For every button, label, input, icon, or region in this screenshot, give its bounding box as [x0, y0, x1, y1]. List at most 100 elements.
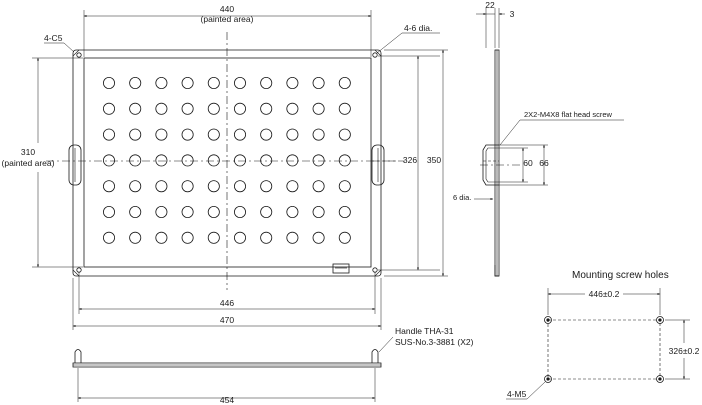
vent-hole [103, 205, 116, 218]
corner-hole [372, 52, 378, 58]
vent-hole [338, 205, 351, 218]
vent-hole [129, 154, 142, 167]
vent-hole [207, 231, 220, 244]
dim-inner-width: 446 [220, 298, 234, 308]
vent-hole [286, 205, 299, 218]
screw-hole [656, 316, 664, 324]
vent-hole [129, 205, 142, 218]
dim-inner-height: 326 [403, 155, 417, 165]
bottom-handle-left [74, 349, 82, 363]
vent-hole [181, 231, 194, 244]
vent-hole [155, 180, 168, 193]
vent-hole [286, 231, 299, 244]
vent-hole [286, 102, 299, 115]
label-chamfer: 4-C5 [44, 33, 63, 43]
vent-hole [207, 180, 220, 193]
vent-hole [181, 102, 194, 115]
vent-hole [233, 205, 246, 218]
vent-hole [129, 180, 142, 193]
bottom-view: Handle THA-31 SUS-No.3-3881 (X2) 454 [72, 326, 474, 405]
dim-bottom-width: 454 [220, 395, 234, 405]
vent-hole [286, 180, 299, 193]
vent-hole [312, 77, 325, 90]
label-handle: Handle THA-31 [395, 326, 454, 336]
handle-left [68, 144, 82, 186]
vent-hole [103, 231, 116, 244]
vent-hole [155, 231, 168, 244]
vent-hole [181, 154, 194, 167]
vent-hole [312, 180, 325, 193]
ventilation-holes [103, 77, 351, 244]
vent-hole [286, 128, 299, 141]
vent-hole [338, 128, 351, 141]
dim-left-sub: (painted area) [2, 158, 55, 168]
vent-hole [260, 102, 273, 115]
mounting-title: Mounting screw holes [572, 270, 669, 281]
label-holes: 4-6 dia. [404, 23, 432, 33]
dim-left-value: 310 [21, 147, 35, 157]
vent-hole [312, 128, 325, 141]
vent-hole [129, 231, 142, 244]
vent-hole [312, 154, 325, 167]
vent-hole [103, 102, 116, 115]
vent-hole [103, 154, 116, 167]
vent-hole [260, 205, 273, 218]
screw-hole [544, 316, 552, 324]
vent-hole [312, 231, 325, 244]
dim-top-value: 440 [220, 4, 234, 14]
vent-hole [181, 205, 194, 218]
vent-hole [129, 77, 142, 90]
vent-hole [181, 77, 194, 90]
dim-outer-height: 350 [427, 155, 441, 165]
mounting-holes-view: Mounting screw holes 446±0.2 326±0.2 4-M… [506, 270, 700, 400]
vent-hole [233, 231, 246, 244]
vent-hole [181, 180, 194, 193]
mounting-dim-horizontal: 446±0.2 [589, 289, 620, 299]
front-view: 440 (painted area) 4-C5 4-6 dia. 310 (pa… [2, 4, 448, 330]
screw-hole [544, 375, 552, 383]
vent-hole [155, 77, 168, 90]
vent-hole [155, 128, 168, 141]
vent-hole [260, 77, 273, 90]
vent-hole [338, 180, 351, 193]
vent-hole [260, 154, 273, 167]
dim-outer-width: 470 [220, 315, 234, 325]
vent-hole [260, 231, 273, 244]
mounting-outline [547, 319, 661, 380]
vent-hole [233, 128, 246, 141]
vent-hole [260, 180, 273, 193]
vent-hole [155, 154, 168, 167]
label-material: SUS-No.3-3881 (X2) [395, 337, 474, 347]
label-screw: 2X2-M4X8 flat head screw [524, 110, 613, 119]
screw-hole [656, 375, 664, 383]
vent-hole [129, 102, 142, 115]
vent-hole [260, 128, 273, 141]
vent-hole [233, 180, 246, 193]
dim-thickness: 22 [485, 0, 495, 10]
latch [332, 263, 350, 274]
corner-hole [76, 267, 82, 273]
vent-hole [338, 102, 351, 115]
mounting-thread: 4-M5 [507, 389, 527, 399]
vent-hole [338, 154, 351, 167]
vent-hole [338, 77, 351, 90]
vent-hole [286, 154, 299, 167]
vent-hole [103, 77, 116, 90]
vent-hole [286, 77, 299, 90]
vent-hole [103, 180, 116, 193]
dim-handle-inner: 60 [523, 158, 533, 168]
dim-plate: 3 [510, 9, 515, 19]
vent-hole [338, 231, 351, 244]
label-hole: 6 dia. [453, 193, 471, 202]
painted-area [83, 57, 372, 268]
vent-hole [312, 205, 325, 218]
corner-hole [372, 267, 378, 273]
vent-hole [103, 128, 116, 141]
mounting-dim-vertical: 326±0.2 [669, 346, 700, 356]
bottom-handle-right [371, 349, 379, 363]
vent-hole [233, 102, 246, 115]
handle-right [371, 144, 385, 186]
vent-hole [207, 77, 220, 90]
vent-hole [155, 205, 168, 218]
vent-hole [155, 102, 168, 115]
